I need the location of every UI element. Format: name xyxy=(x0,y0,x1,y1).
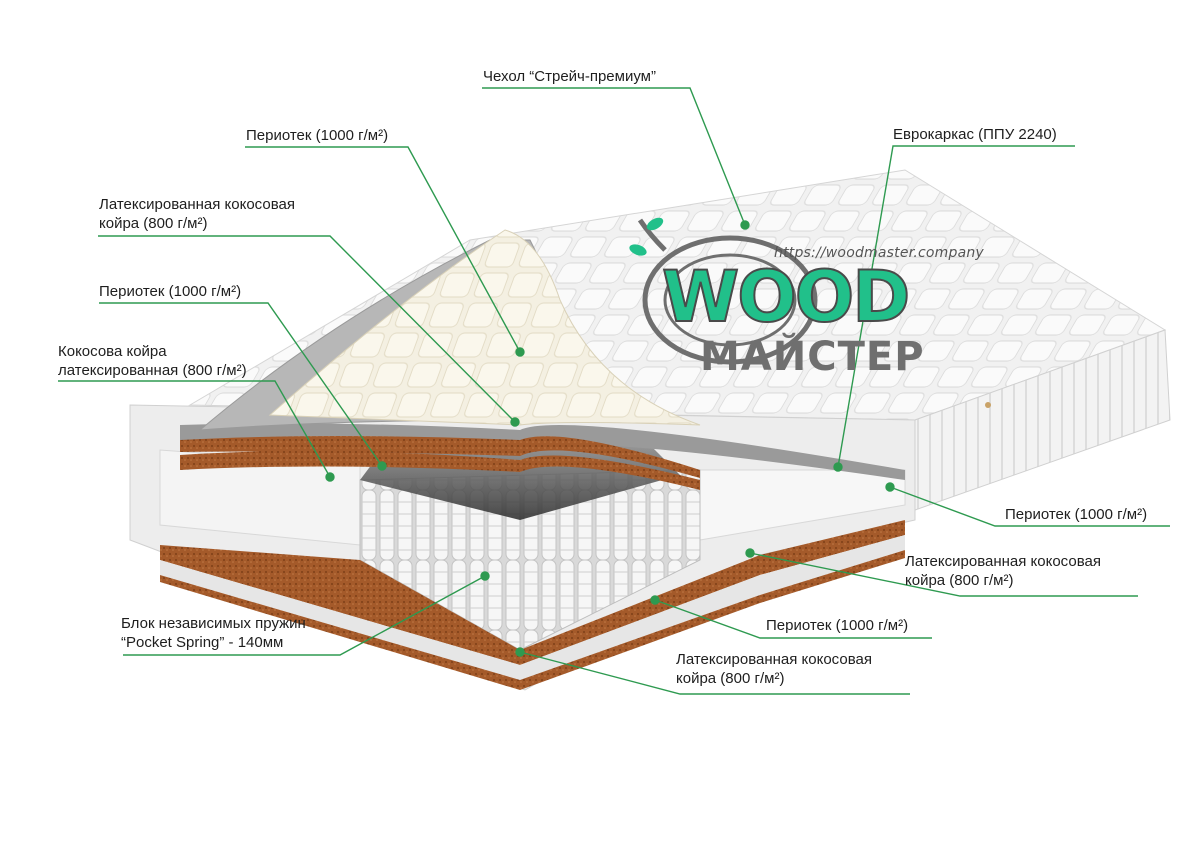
label-coir-top-line2: койра (800 г/м²) xyxy=(99,215,208,232)
lifted-latex-flap xyxy=(268,229,701,426)
label-coir-top-line1: Латексированная кокосовая xyxy=(99,196,295,213)
leader-eurocarcass xyxy=(837,145,1075,468)
label-coir-bottom-line2: койра (800 г/м²) xyxy=(676,670,785,687)
label-perioteq-2: Периотек (1000 г/м²) xyxy=(99,283,242,300)
label-coir-2-line1: Кокосова койра xyxy=(58,343,167,360)
logo xyxy=(629,217,818,365)
leader-perioteq-top xyxy=(245,146,521,353)
leader-perioteq-bottom xyxy=(654,599,932,639)
logo-subword: МАЙСТЕР xyxy=(700,334,925,380)
leader-perioteq-2 xyxy=(99,302,383,467)
leader-coir-top xyxy=(98,235,516,423)
label-coir-right: Латексированная кокосовая койра (800 г/м… xyxy=(905,552,1101,590)
logo-ring xyxy=(642,235,818,365)
label-eurocarcass: Еврокаркас (ППУ 2240) xyxy=(893,126,1057,143)
leader-cover xyxy=(482,87,746,226)
tree-sprout-icon xyxy=(629,217,667,256)
label-springs-line1: Блок независимых пружин xyxy=(121,615,306,632)
leader-lines xyxy=(58,87,1170,695)
label-springs: Блок независимых пружин “Pocket Spring” … xyxy=(121,614,306,652)
label-coir-2: Кокосова койра латексированная (800 г/м²… xyxy=(58,342,247,380)
label-perioteq-bottom: Периотек (1000 г/м²) xyxy=(766,617,909,634)
bottom-perioteq-layer xyxy=(160,535,905,680)
lifted-coir-layer-2 xyxy=(180,451,700,490)
leader-perioteq-right xyxy=(889,486,1170,527)
label-cover: Чехол “Стрейч-премиум” xyxy=(483,68,656,85)
label-perioteq-top: Периотек (1000 г/м²) xyxy=(246,127,389,144)
label-springs-line2: “Pocket Spring” - 140мм xyxy=(121,634,284,651)
label-coir-bottom: Латексированная кокосовая койра (800 г/м… xyxy=(676,650,872,688)
label-perioteq-right: Периотек (1000 г/м²) xyxy=(1005,506,1148,523)
leader-coir-bottom xyxy=(519,651,910,695)
label-coir-top: Латексированная кокосовая койра (800 г/м… xyxy=(99,195,295,233)
label-coir-right-line2: койра (800 г/м²) xyxy=(905,572,1014,589)
leader-coir-right xyxy=(749,552,1138,597)
label-coir-2-line2: латексированная (800 г/м²) xyxy=(58,362,247,379)
label-coir-bottom-line1: Латексированная кокосовая xyxy=(676,651,872,668)
label-coir-right-line1: Латексированная кокосовая xyxy=(905,553,1101,570)
leader-coir-2 xyxy=(58,380,331,478)
cover-button xyxy=(985,402,991,408)
lifted-coir-layer xyxy=(180,436,700,478)
logo-word: WOOD xyxy=(661,255,911,339)
bottom-coir-layer-2 xyxy=(160,550,905,690)
leader-springs xyxy=(123,575,486,656)
bottom-coir-layer xyxy=(160,520,905,665)
logo-url: https://woodmaster.company xyxy=(774,245,984,261)
